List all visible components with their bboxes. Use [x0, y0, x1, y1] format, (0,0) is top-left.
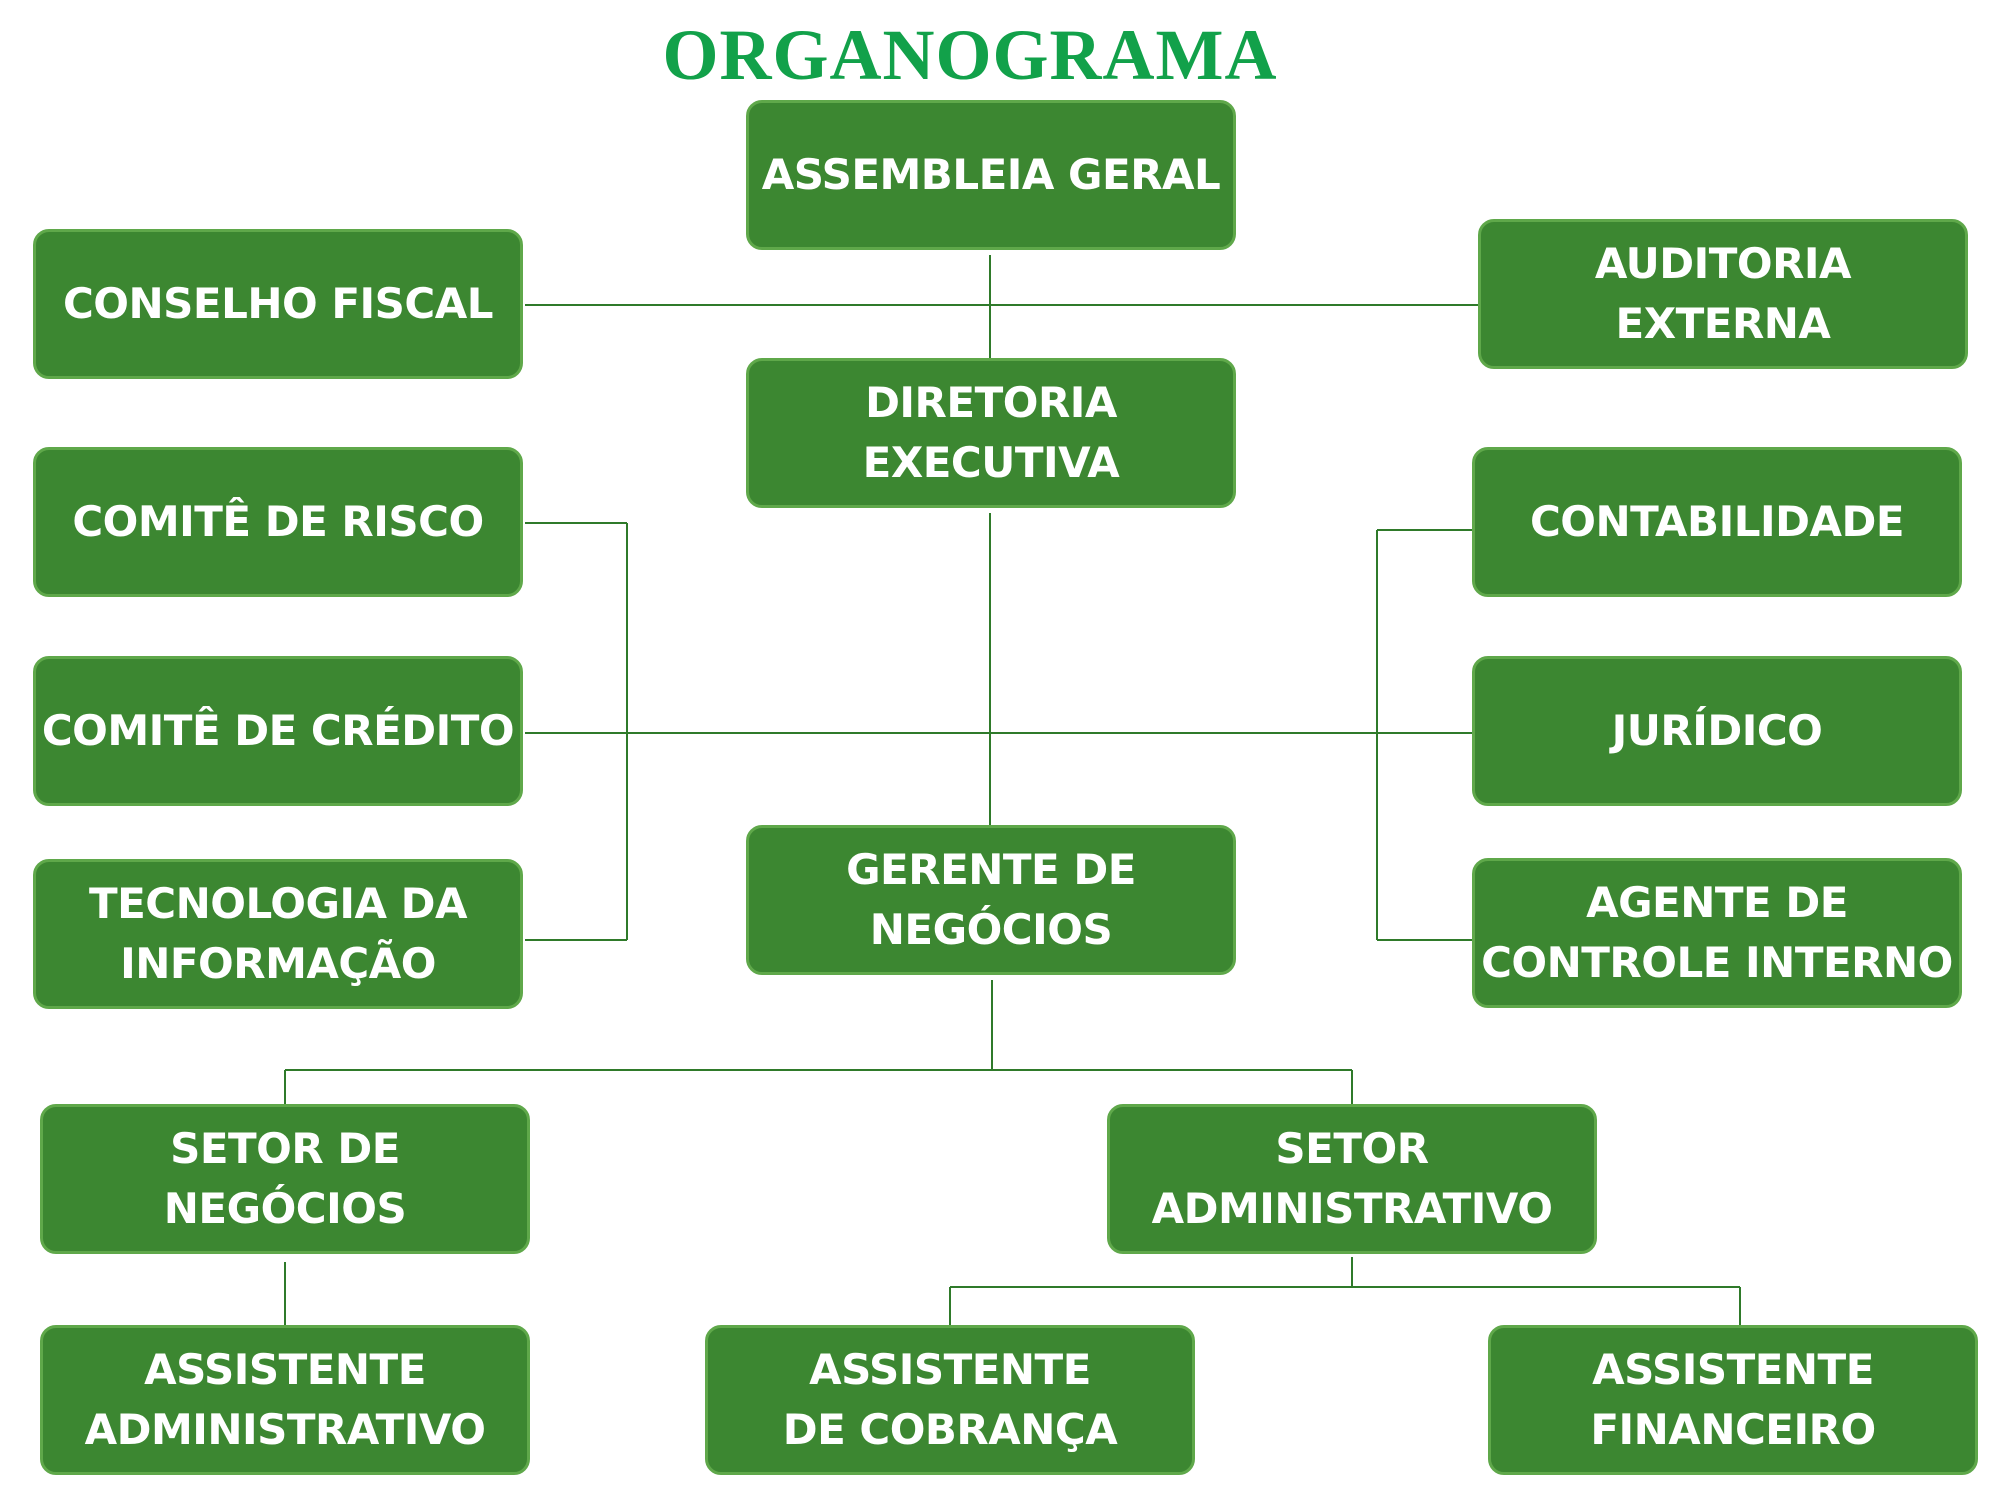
node-setor-de-negocios: SETOR DE NEGÓCIOS — [40, 1104, 530, 1254]
node-gerente-de-negocios: GERENTE DE NEGÓCIOS — [746, 825, 1236, 975]
node-juridico: JURÍDICO — [1472, 656, 1962, 806]
node-assembleia-geral: ASSEMBLEIA GERAL — [746, 100, 1236, 250]
node-comite-de-risco: COMITÊ DE RISCO — [33, 447, 523, 597]
node-setor-administrativo: SETOR ADMINISTRATIVO — [1107, 1104, 1597, 1254]
node-contabilidade: CONTABILIDADE — [1472, 447, 1962, 597]
node-assistente-administrativo: ASSISTENTE ADMINISTRATIVO — [40, 1325, 530, 1475]
node-assistente-financeiro: ASSISTENTE FINANCEIRO — [1488, 1325, 1978, 1475]
node-agente-de-controle-interno: AGENTE DE CONTROLE INTERNO — [1472, 858, 1962, 1008]
node-conselho-fiscal: CONSELHO FISCAL — [33, 229, 523, 379]
chart-title: ORGANOGRAMA — [662, 15, 1278, 95]
node-comite-de-credito: COMITÊ DE CRÉDITO — [33, 656, 523, 806]
node-diretoria-executiva: DIRETORIA EXECUTIVA — [746, 358, 1236, 508]
node-tecnologia-da-informacao: TECNOLOGIA DA INFORMAÇÃO — [33, 859, 523, 1009]
node-assistente-de-cobranca: ASSISTENTE DE COBRANÇA — [705, 1325, 1195, 1475]
node-auditoria-externa: AUDITORIA EXTERNA — [1478, 219, 1968, 369]
connector-group — [284, 255, 1741, 1325]
